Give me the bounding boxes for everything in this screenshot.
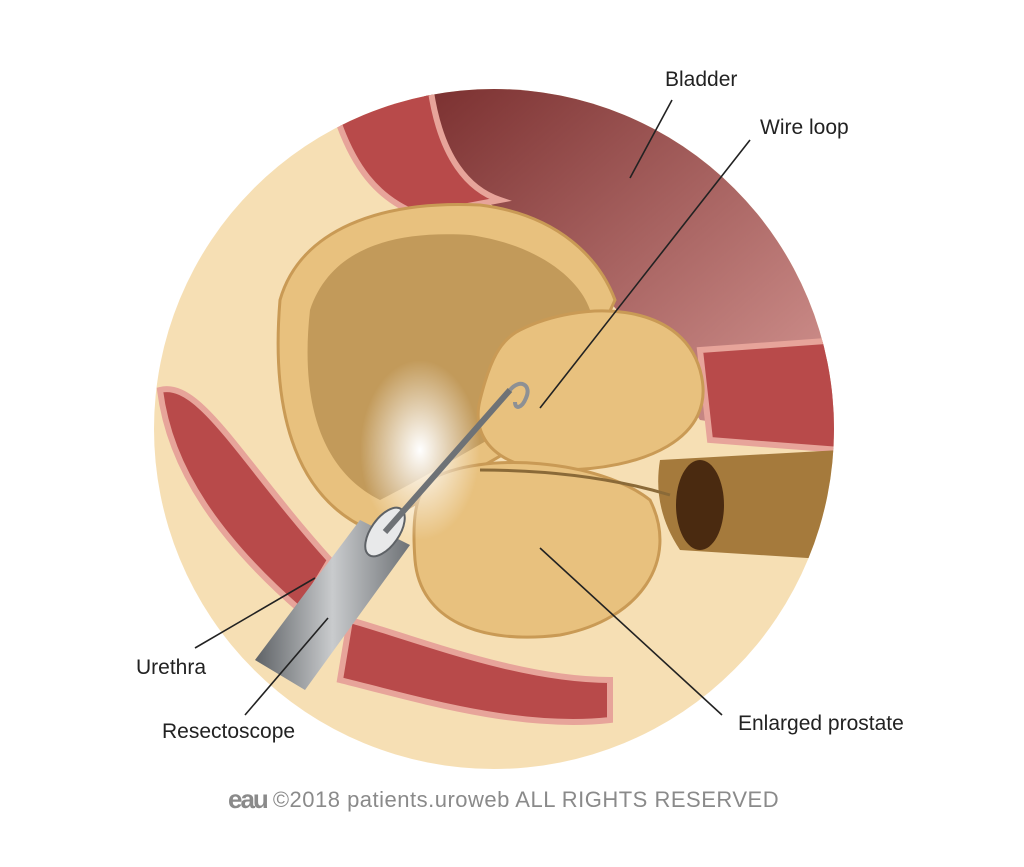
label-resectoscope: Resectoscope — [162, 720, 296, 743]
label-wire-loop: Wire loop — [760, 116, 849, 139]
pelvic-muscle-bottom — [336, 616, 613, 725]
prostate-lower-lobe — [412, 461, 662, 639]
copyright-footer: eau ©2018 patients.uroweb ALL RIGHTS RES… — [228, 784, 779, 815]
wire-loop-shaft — [382, 388, 513, 534]
resectoscope-body — [255, 520, 410, 690]
scope-light — [360, 360, 480, 540]
wire-loop — [508, 381, 530, 409]
eau-logo: eau — [228, 784, 269, 814]
label-urethra: Urethra — [136, 656, 207, 679]
prostate-upper-lobe — [476, 309, 705, 472]
leader-lines — [194, 99, 751, 716]
copyright-text: ©2018 patients.uroweb ALL RIGHTS RESERVE… — [272, 786, 780, 812]
bladder-muscle-top — [326, 89, 512, 219]
label-bladder: Bladder — [665, 68, 738, 91]
bladder-muscle-right — [696, 336, 834, 454]
label-enlarged-prostate: Enlarged prostate — [738, 712, 904, 735]
